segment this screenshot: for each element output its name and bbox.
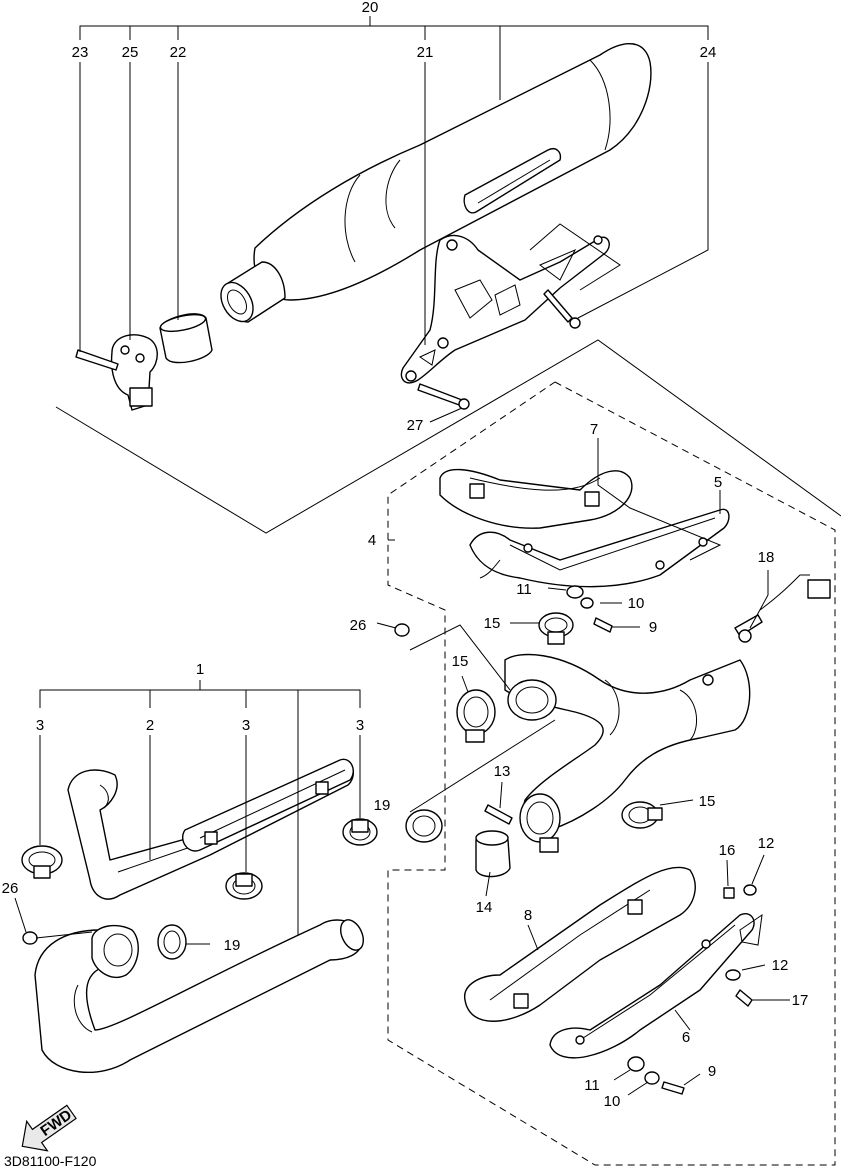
callout-10-lower: 10 bbox=[604, 1093, 621, 1110]
callout-4: 4 bbox=[368, 532, 376, 549]
callout-24: 24 bbox=[700, 44, 717, 61]
callout-3-left: 3 bbox=[36, 717, 44, 734]
o2-sensor-18 bbox=[734, 574, 831, 643]
clamp-15-left bbox=[456, 689, 496, 743]
callout-9-upper: 9 bbox=[649, 619, 657, 636]
muffler-group-frame bbox=[55, 339, 841, 534]
callout-20-bracket bbox=[79, 25, 709, 40]
collar-16 bbox=[723, 887, 735, 899]
gasket-19-center bbox=[405, 809, 443, 843]
callout-19-center: 19 bbox=[374, 797, 391, 814]
heat-protector-7 bbox=[439, 468, 633, 529]
callout-26-upper: 26 bbox=[350, 617, 367, 634]
bolt-17 bbox=[735, 989, 753, 1007]
callout-8: 8 bbox=[524, 907, 532, 924]
bolt-27 bbox=[417, 383, 463, 407]
callout-12-lower: 12 bbox=[772, 957, 789, 974]
callout-1: 1 bbox=[196, 661, 204, 678]
callout-11-lower: 11 bbox=[584, 1077, 600, 1094]
clamp-15-right bbox=[621, 801, 663, 829]
callout-7: 7 bbox=[590, 421, 598, 438]
nut-26-upper bbox=[394, 623, 410, 637]
callout-15-upper: 15 bbox=[484, 615, 501, 632]
screw-23 bbox=[75, 349, 119, 371]
callout-26-lower: 26 bbox=[2, 880, 19, 897]
joint-14 bbox=[475, 830, 511, 878]
diagram-code: 3D81100-F120 bbox=[4, 1153, 97, 1169]
muffler-group: 20 23 25 22 21 24 27 bbox=[55, 0, 841, 534]
clamp-3-middle bbox=[225, 872, 263, 900]
callout-19-left: 19 bbox=[224, 937, 241, 954]
gasket-22 bbox=[159, 313, 213, 364]
heat-protector-3-mid bbox=[182, 758, 354, 852]
pipe-flange bbox=[91, 924, 139, 978]
callout-5: 5 bbox=[714, 474, 722, 491]
bolt-13 bbox=[484, 804, 513, 825]
clamp-25 bbox=[110, 334, 158, 411]
callout-18: 18 bbox=[758, 549, 775, 566]
callout-13: 13 bbox=[494, 763, 511, 780]
bolt-9-lower bbox=[661, 1081, 685, 1095]
front-pipe-group: 1 3 2 3 3 26 19 bbox=[2, 661, 378, 1073]
callout-15-left: 15 bbox=[452, 653, 469, 670]
washer-10-lower bbox=[644, 1071, 660, 1085]
gasket-19-left bbox=[157, 924, 187, 960]
callout-12-upper: 12 bbox=[758, 835, 775, 852]
callout-10-upper: 10 bbox=[628, 595, 645, 612]
nut-26-lower bbox=[22, 931, 38, 945]
muffler-bracket bbox=[400, 234, 610, 384]
callout-22: 22 bbox=[170, 44, 187, 61]
bolt-24 bbox=[543, 289, 573, 323]
callout-16: 16 bbox=[719, 842, 736, 859]
callout-27: 27 bbox=[407, 417, 424, 434]
nut-11-lower bbox=[627, 1056, 645, 1072]
callout-21: 21 bbox=[417, 44, 434, 61]
clamp-3-right bbox=[342, 818, 378, 846]
heat-protector-5 bbox=[469, 508, 730, 588]
muffler-body bbox=[253, 42, 652, 301]
fwd-arrow: FWD bbox=[21, 1104, 77, 1152]
clamp-15-upper bbox=[538, 612, 574, 645]
callout-14: 14 bbox=[476, 899, 493, 916]
callout-3-middle: 3 bbox=[242, 717, 250, 734]
exhaust-pipe-group: 7 5 4 18 11 10 26 15 9 15 13 19 15 16 12… bbox=[350, 381, 836, 1166]
exhaust-pipe-lower bbox=[34, 919, 363, 1073]
callout-2: 2 bbox=[146, 717, 154, 734]
callout-20: 20 bbox=[362, 0, 379, 16]
clamp-3-left bbox=[21, 845, 63, 879]
callout-3-right: 3 bbox=[356, 717, 364, 734]
bolt-9 bbox=[593, 617, 613, 633]
nut-11 bbox=[566, 585, 584, 599]
washer-12-lower bbox=[725, 969, 741, 981]
callout-6: 6 bbox=[682, 1029, 690, 1046]
callout-1-bracket bbox=[39, 689, 361, 708]
callout-25: 25 bbox=[122, 44, 139, 61]
callout-11-upper: 11 bbox=[516, 581, 532, 598]
callout-23: 23 bbox=[72, 44, 89, 61]
clamp-lower-pipe-end bbox=[519, 793, 561, 853]
exhaust-pipe-y bbox=[504, 653, 751, 832]
washer-12-upper bbox=[743, 884, 757, 896]
callout-15-right: 15 bbox=[699, 793, 716, 810]
washer-10 bbox=[580, 597, 594, 609]
callout-9-lower: 9 bbox=[708, 1063, 716, 1080]
callout-17: 17 bbox=[792, 992, 809, 1009]
